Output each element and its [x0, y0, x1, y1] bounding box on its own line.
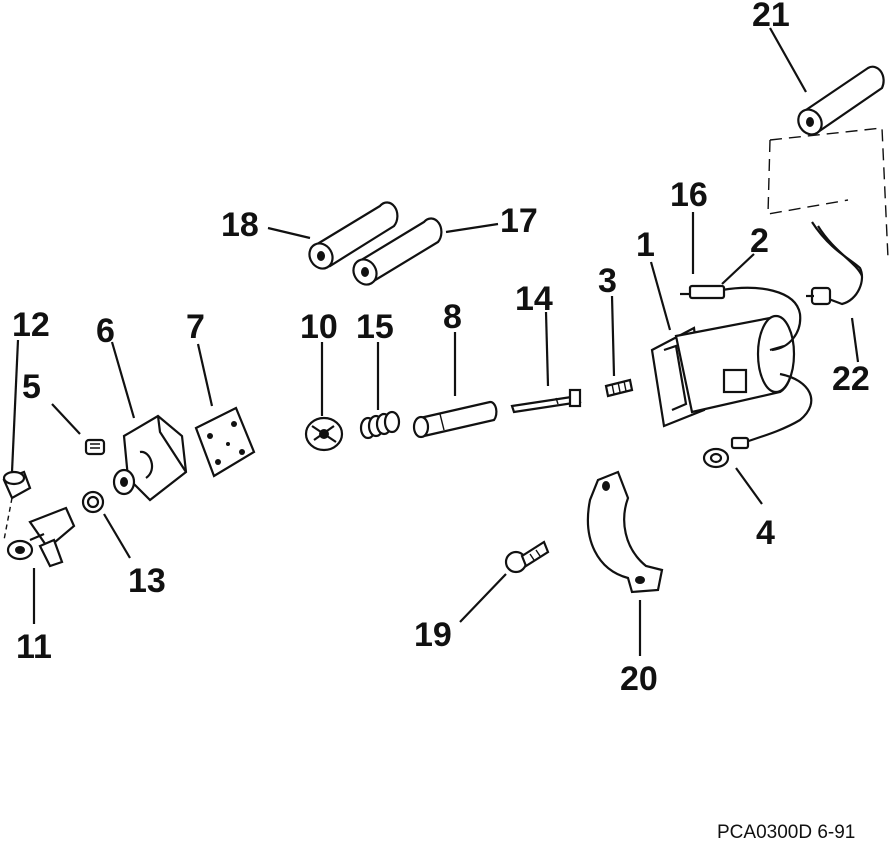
callout-18: 18 [221, 206, 259, 244]
callout-13: 13 [128, 562, 166, 600]
callout-19: 19 [414, 616, 452, 654]
part-8-plunger [412, 400, 498, 439]
part-22-wire-clip [806, 221, 864, 306]
figure-code: PCA0300D 6-91 [717, 822, 855, 841]
part-3-spring [604, 378, 634, 398]
part-14-pin [510, 388, 582, 414]
part-18-cylinder [308, 201, 399, 270]
part-12-cap [2, 470, 32, 500]
part-12-dash [3, 497, 13, 541]
part-7-gasket [194, 406, 256, 478]
part-15-spring [359, 410, 401, 440]
part-21-22-dashed-box [767, 127, 889, 259]
callout-14: 14 [515, 280, 553, 318]
callout-1: 1 [636, 226, 655, 264]
part-21-cylinder [797, 65, 885, 136]
leader-lines [10, 27, 860, 656]
callout-labels: 21 18 17 16 2 1 22 3 14 8 15 10 7 6 12 5… [12, 0, 870, 698]
part-6-cover [112, 414, 188, 502]
callout-12: 12 [12, 306, 50, 344]
part-20-bracket [586, 470, 664, 594]
callout-8: 8 [443, 298, 462, 336]
callout-2: 2 [750, 222, 769, 260]
callout-6: 6 [96, 312, 115, 350]
callout-7: 7 [186, 308, 205, 346]
callout-17: 17 [500, 202, 538, 240]
callout-5: 5 [22, 368, 41, 406]
callout-20: 20 [620, 660, 658, 698]
part-11-fitting [6, 506, 76, 568]
part-5-screw [84, 438, 106, 456]
part-10-valve [304, 416, 344, 452]
part-13-washer [81, 490, 105, 514]
part-4-ground-lead [702, 372, 813, 469]
part-19-screw [504, 540, 550, 574]
callout-22: 22 [832, 360, 870, 398]
part-1-solenoid [650, 314, 796, 428]
callout-4: 4 [756, 514, 775, 552]
callout-21: 21 [752, 0, 790, 34]
callout-16: 16 [670, 176, 708, 214]
part-17-cylinder [352, 217, 443, 286]
callout-3: 3 [598, 262, 617, 300]
part-2-lead [680, 284, 802, 352]
callout-15: 15 [356, 308, 394, 346]
callout-11: 11 [16, 628, 52, 666]
callout-10: 10 [300, 308, 338, 346]
